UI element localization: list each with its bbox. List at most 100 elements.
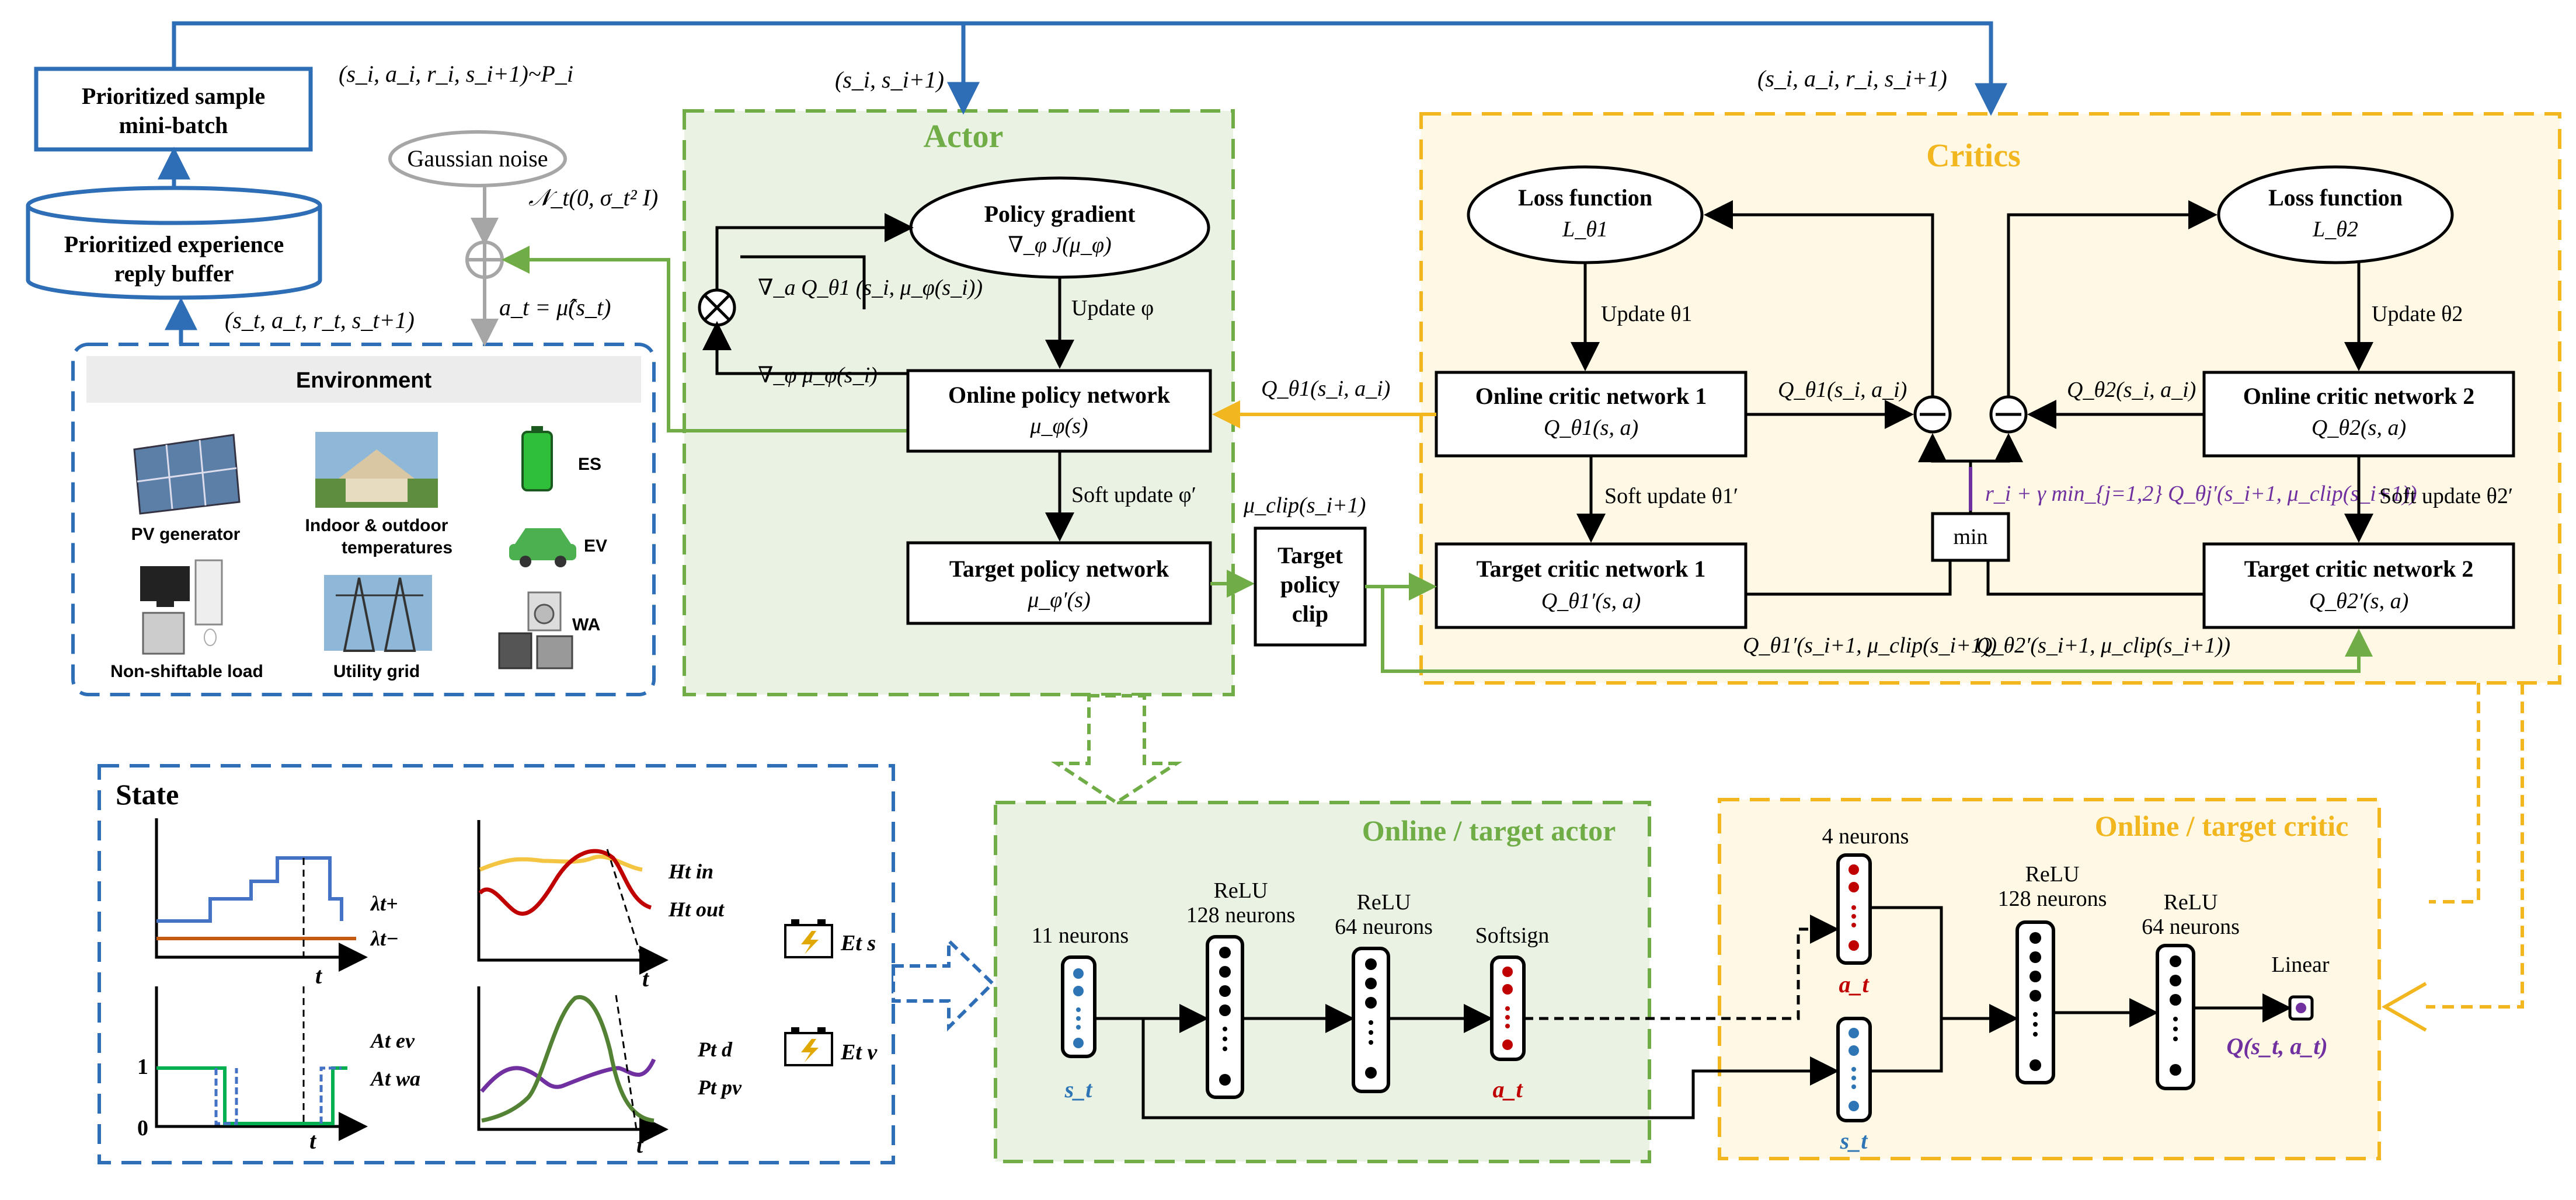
env-temp-label-2: temperatures — [342, 538, 452, 557]
online-critic1-label: Online critic network 1 — [1475, 383, 1707, 409]
critic-net-edge-s — [1870, 1018, 1943, 1073]
clip-label-1: Target — [1277, 542, 1343, 568]
critic-net-relu2: ReLU — [2164, 890, 2218, 915]
tq2-label: Q_θ2′(s_i+1, μ_clip(s_i+1)) — [1976, 633, 2230, 658]
battery-ev-icon — [784, 1027, 833, 1066]
actor-net-title: Online / target actor — [1362, 814, 1616, 847]
critic-net-128: 128 neurons — [1998, 887, 2107, 911]
online-to-multiply-line — [702, 321, 908, 375]
actor-to-critic-action-arrow — [1524, 915, 1839, 1020]
actor-net-region — [994, 801, 1651, 1163]
target-policy-formula: μ_φ′(s) — [1027, 588, 1091, 612]
state-p-d: Pt d — [697, 1038, 733, 1061]
subtract2-to-loss2-arrow — [2007, 200, 2218, 397]
subtract2-icon — [1989, 395, 2028, 434]
loss2-node — [2217, 165, 2454, 264]
state-axis-t1: t — [315, 962, 323, 989]
online-critic2-box — [2202, 371, 2515, 458]
grad-mu-label: ∇_φ μ_φ(s_i) — [758, 363, 878, 388]
update-phi-label: Update φ — [1071, 296, 1154, 320]
sample-flow-line — [172, 21, 2007, 116]
non-shiftable-load-icon — [140, 559, 223, 655]
state-to-critic-arrow — [1103, 1017, 1839, 1119]
state-e-v: Et v — [840, 1040, 878, 1065]
online-policy-formula: μ_φ(s) — [1029, 414, 1088, 438]
buffer-label-2: reply buffer — [114, 260, 234, 287]
critic-layer-state — [1836, 1017, 1872, 1122]
sample-dist-label: (s_i, a_i, r_i, s_i+1)~P_i — [339, 61, 573, 87]
subtract1-to-loss1-arrow — [1704, 200, 1934, 397]
transition-label: (s_t, a_t, r_t, s_t+1) — [225, 307, 415, 333]
min-box — [1931, 512, 2010, 562]
critic-net-4: 4 neurons — [1822, 824, 1909, 849]
actor-net-relu1: ReLU — [1214, 878, 1268, 903]
actor-layer-output — [1490, 955, 1526, 1061]
to-critic-label: (s_i, a_i, r_i, s_i+1) — [1757, 65, 1947, 92]
env-pv-label: PV generator — [131, 525, 241, 544]
loss1-formula: L_θ1 — [1562, 217, 1608, 242]
env-load-label: Non-shiftable load — [110, 662, 263, 681]
min-label: min — [1953, 525, 1987, 549]
q2-label: Q_θ2(s_i, a_i) — [2067, 378, 2196, 402]
house-icon — [315, 432, 438, 508]
critic-net-edge-a — [1870, 906, 1943, 1018]
state-plot-availability — [155, 986, 368, 1141]
multiply-node-icon — [698, 288, 736, 327]
env-grid-label: Utility grid — [333, 662, 420, 681]
tq1-label: Q_θ1′(s_i+1, μ_clip(s_i+1)) — [1743, 633, 1997, 658]
critic-layer-action — [1836, 853, 1872, 965]
soft-update-phi-label: Soft update φ′ — [1071, 483, 1196, 507]
critic-net-linear: Linear — [2271, 953, 2330, 977]
environment-title: Environment — [296, 368, 432, 393]
loss2-label: Loss function — [2268, 184, 2403, 211]
noise-ellipse — [388, 130, 567, 187]
minibatch-box — [34, 67, 313, 152]
state-plot-power — [477, 986, 669, 1144]
state-es: Et s — [840, 931, 876, 955]
state-right-arrow — [892, 936, 995, 1032]
clip-label-2: policy — [1280, 571, 1340, 598]
state-plot-temperature — [477, 820, 669, 975]
utility-grid-icon — [324, 575, 432, 652]
target-critic2-label: Target critic network 2 — [2244, 556, 2474, 582]
buffer-label-1: Prioritized experience — [64, 231, 284, 257]
battery-icon — [521, 426, 553, 491]
target1-to-min-line — [1746, 560, 1952, 596]
actor-net-relu2: ReLU — [1357, 890, 1411, 915]
noise-sum-icon — [465, 240, 504, 279]
min-to-subtract2-arrow — [1971, 433, 2023, 463]
online-critic2-formula: Q_θ2(s, a) — [2312, 416, 2406, 440]
clip-label-3: clip — [1292, 601, 1328, 627]
subtract1-icon — [1913, 395, 1952, 434]
critic-net-s-label: s_t — [1840, 1128, 1869, 1154]
state-a-ev: At ev — [370, 1029, 415, 1052]
loss1-label: Loss function — [1518, 184, 1652, 211]
target-critic1-label: Target critic network 1 — [1477, 556, 1706, 582]
critic-layer-64 — [2156, 944, 2195, 1090]
minibatch-label-1: Prioritized sample — [82, 83, 265, 109]
soft-update-theta2-label: Soft update θ2′ — [2379, 484, 2513, 508]
critic-down-connector — [2429, 683, 2480, 904]
actor-net-128: 128 neurons — [1186, 903, 1296, 927]
critic-net-title: Online / target critic — [2095, 810, 2349, 842]
buffer-cylinder — [26, 186, 322, 300]
policy-gradient-node — [909, 176, 1210, 279]
target2-to-min-line — [1986, 560, 2204, 596]
clip-to-target2-arrow — [1381, 587, 2373, 673]
online-critic1-formula: Q_θ1(s, a) — [1544, 416, 1638, 440]
actor-down-arrow — [1050, 694, 1183, 805]
target-value-label: r_i + γ min_{j=1,2} Q_θj′(s_i+1, μ_clip(… — [1985, 482, 2417, 506]
state-title: State — [116, 778, 179, 811]
actor-net-softsign: Softsign — [1475, 923, 1550, 948]
battery-es-icon — [784, 919, 833, 958]
policy-gradient-label: Policy gradient — [984, 201, 1136, 227]
multiply-to-gradient-arrow — [715, 213, 914, 290]
online-policy-label: Online policy network — [948, 382, 1171, 408]
state-lambda-minus: λt− — [370, 927, 399, 950]
critic-net-64: 64 neurons — [2142, 915, 2240, 939]
policy-clip-box — [1254, 526, 1367, 647]
q-actor-label: Q_θ1(s_i, a_i) — [1261, 376, 1390, 401]
critics-title: Critics — [1926, 138, 2021, 174]
